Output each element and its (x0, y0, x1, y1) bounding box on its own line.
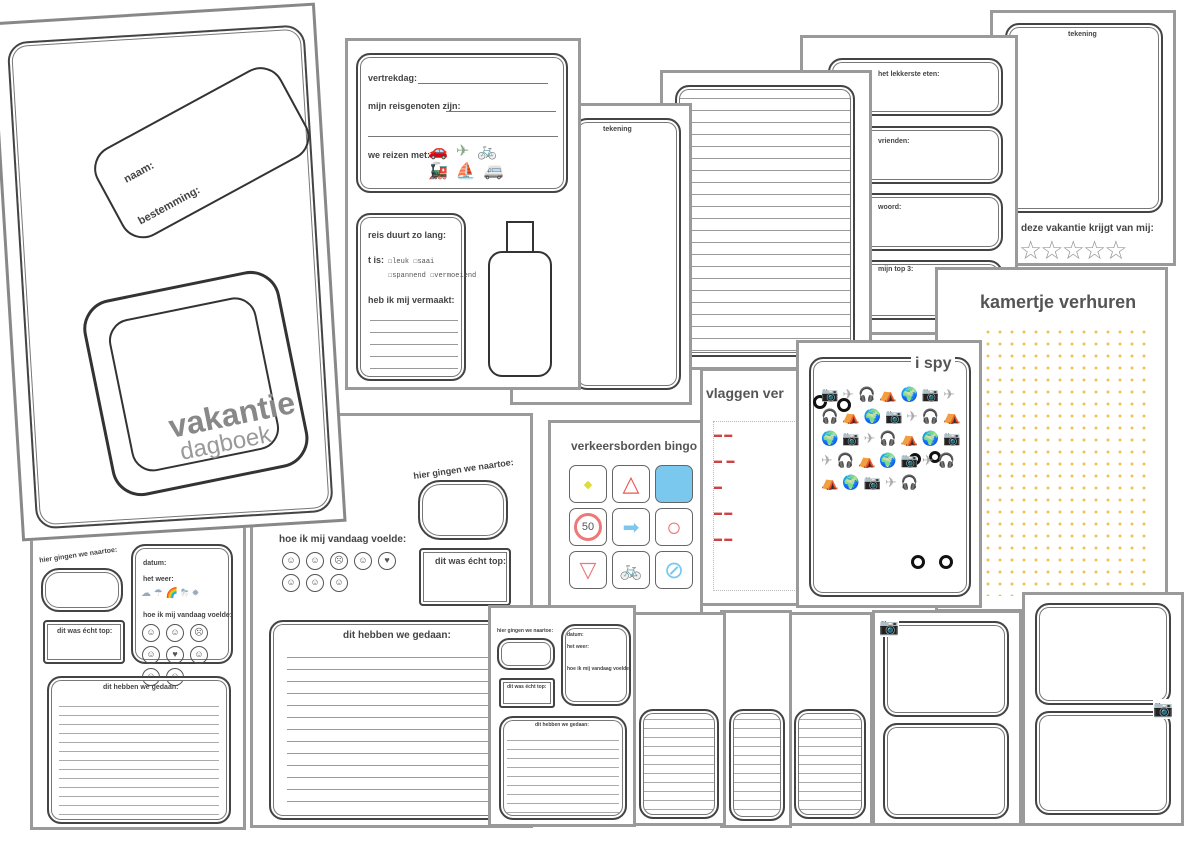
felt-label: hoe ik mij vandaag voelde: (143, 612, 233, 619)
companions-label: mijn reisgenoten zijn: (368, 101, 461, 111)
small-top-label: dit was écht top: (507, 684, 547, 690)
photo-page-2: 📷 (1022, 592, 1184, 826)
cover-page: naam: bestemming: vakantie dagboek (0, 2, 347, 542)
camera-icon: 📷 (879, 617, 899, 637)
room-title: kamertje verhuren (980, 292, 1137, 312)
face-surprised[interactable]: ☺ (142, 646, 160, 664)
face-neutral[interactable]: ☺ (190, 646, 208, 664)
daily-page-small-3 (720, 610, 792, 828)
duration-label: reis duurt zo lang: (368, 230, 447, 240)
travel-page: vertrekdag: mijn reisgenoten zijn: we re… (345, 38, 581, 390)
daily-page-left: hier gingen we naartoe: datum: het weer:… (30, 525, 246, 830)
felt-label-large: hoe ik mij vandaag voelde: (279, 534, 407, 545)
closed-road-sign[interactable]: ○ (655, 508, 693, 546)
speed-limit-sign[interactable]: 50 (569, 508, 607, 546)
option-tiring[interactable]: vermoeiend (434, 272, 477, 280)
option-exciting[interactable]: spannend (392, 272, 426, 280)
transport-icons: 🚗✈🚲🚂⛵🚐 (428, 143, 512, 180)
daily-page-small-2 (630, 612, 726, 826)
rating-label: deze vakantie krijgt van mij: (1021, 223, 1154, 234)
memory-row-word: woord: (878, 204, 902, 211)
drawing-title: tekening (603, 126, 632, 133)
top-label: dit was écht top: (57, 628, 113, 635)
small-went-label: hier gingen we naartoe: (497, 628, 554, 634)
face-love[interactable]: ♥ (166, 646, 184, 664)
date-label: datum: (143, 560, 167, 567)
bingo-page: verkeersborden bingo ◆ △ 50 ➡ ○ ▽ 🚲 ⊘ (548, 420, 703, 620)
europe-map: ▬ ▬▬ ▬▬▬ ▬▬ ▬ (713, 421, 803, 591)
face-smile[interactable]: ☺ (166, 624, 184, 642)
done-label-large: dit hebben we gedaan: (343, 630, 451, 641)
option-fun[interactable]: leuk (392, 258, 410, 266)
small-weather-label: het weer: (567, 644, 589, 650)
small-date-label: datum: (567, 632, 584, 638)
no-parking-sign[interactable]: ⊘ (655, 551, 693, 589)
weather-label: het weer: (143, 576, 174, 583)
lane-sign[interactable] (655, 465, 693, 503)
camera-icon-2: 📷 (1153, 699, 1173, 719)
flags-title: vlaggen ver (706, 385, 784, 401)
small-felt-label: hoe ik mij vandaag voelde: (567, 666, 631, 672)
ispy-title: i spy (911, 355, 956, 373)
top-label-large: dit was écht top: (435, 556, 507, 566)
daily-page-small-4 (785, 612, 873, 826)
rating-page: tekening deze vakantie krijgt van mij: ☆… (990, 10, 1176, 266)
went-label: hier gingen we naartoe: (38, 546, 118, 565)
rating-page-title: tekening (1068, 31, 1097, 38)
photo-page-1: 📷 (872, 610, 1022, 826)
direction-sign[interactable]: ➡ (612, 508, 650, 546)
memory-row-friends: vrienden: (878, 138, 910, 145)
warning-sign[interactable]: △ (612, 465, 650, 503)
yield-sign[interactable]: ▽ (569, 551, 607, 589)
option-boring[interactable]: saai (417, 258, 435, 266)
transport-label: we reizen met: (368, 150, 431, 160)
done-label: dit hebben we gedaan: (103, 684, 179, 691)
entertained-label: heb ik mij vermaakt: (368, 295, 455, 305)
suitcase-icon (488, 251, 552, 377)
flags-page: vlaggen ver ▬ ▬▬ ▬▬▬ ▬▬ ▬ (700, 368, 810, 606)
rating-stars: ☆☆☆☆☆ (1019, 235, 1128, 265)
small-done-label: dit hebben we gedaan: (535, 722, 589, 728)
face-happy[interactable]: ☺ (142, 624, 160, 642)
daily-page-small-1: hier gingen we naartoe: datum: het weer:… (488, 605, 636, 827)
memory-row-food: het lekkerste eten: (878, 71, 940, 78)
memory-row-top3: mijn top 3: (878, 266, 914, 273)
face-sad[interactable]: ☹ (190, 624, 208, 642)
suitcase-illustration (77, 265, 314, 502)
it-is-label: t is: (368, 255, 385, 265)
bingo-title: verkeersborden bingo (571, 439, 698, 453)
ispy-page: i spy 📷 ✈ 🎧 ⛺ 🌍 📷 ✈ 🎧 ⛺ 🌍 📷 ✈ 🎧 ⛺ 🌍 📷 ✈ … (796, 340, 982, 608)
went-label-large: hier gingen we naartoe: (412, 457, 515, 481)
no-bicycles-sign[interactable]: 🚲 (612, 551, 650, 589)
priority-road-sign[interactable]: ◆ (569, 465, 607, 503)
departure-label: vertrekdag: (368, 73, 418, 83)
